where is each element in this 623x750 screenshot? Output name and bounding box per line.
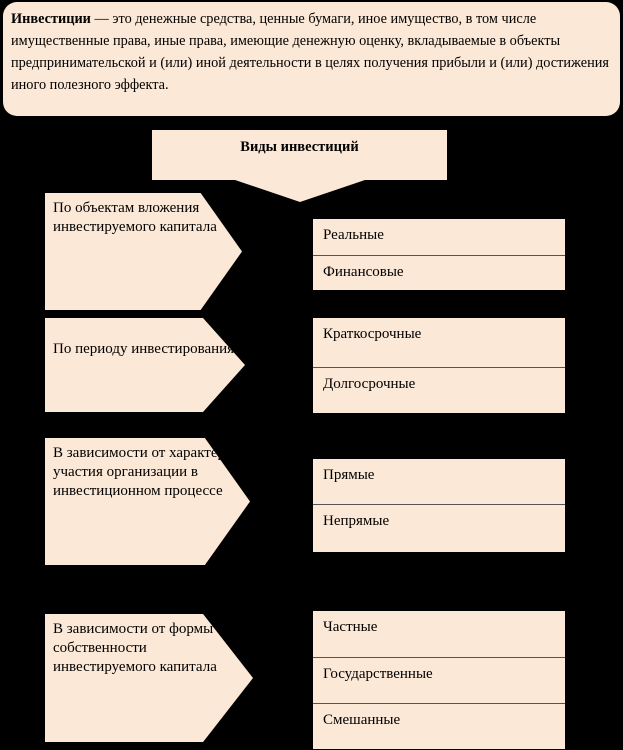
type-item: Краткосрочные xyxy=(323,326,422,342)
definition-term: Инвестиции xyxy=(11,11,91,27)
type-item: Государственные xyxy=(313,657,565,703)
type-item: Смешанные xyxy=(313,703,565,749)
definition-box: Инвестиции — это денежные средства, ценн… xyxy=(3,2,620,116)
criterion-label: По объектам вложения инвестируемого капи… xyxy=(53,200,217,235)
criterion-box: По периоду инвестирования xyxy=(45,318,245,412)
down-arrow-icon xyxy=(235,180,365,202)
types-list: Реальные Финансовые xyxy=(312,218,566,291)
type-item: Непрямые xyxy=(313,504,565,552)
criterion-label: В зависимости от характера участия орган… xyxy=(53,445,232,499)
type-item: Прямые xyxy=(323,467,375,483)
definition-text: — это денежные средства, ценные бумаги, … xyxy=(11,11,609,93)
criterion-box: По объектам вложения инвестируемого капи… xyxy=(45,193,242,310)
title-box: Виды инвестиций xyxy=(152,130,447,180)
title: Виды инвестиций xyxy=(240,139,359,155)
criterion-label: По периоду инвестирования xyxy=(53,341,235,357)
criterion-label: В зависимости от формы собственности инв… xyxy=(53,621,217,675)
type-item: Реальные xyxy=(323,227,384,243)
types-list: Краткосрочные Долгосрочные xyxy=(312,317,566,414)
types-list: Прямые Непрямые xyxy=(312,458,566,553)
criterion-box: В зависимости от характера участия орган… xyxy=(45,438,250,565)
types-list: Частные Государственные Смешанные xyxy=(312,610,566,750)
criterion-box: В зависимости от формы собственности инв… xyxy=(45,614,253,742)
type-item: Долгосрочные xyxy=(313,367,565,413)
type-item: Частные xyxy=(323,619,378,635)
type-item: Финансовые xyxy=(313,255,565,290)
